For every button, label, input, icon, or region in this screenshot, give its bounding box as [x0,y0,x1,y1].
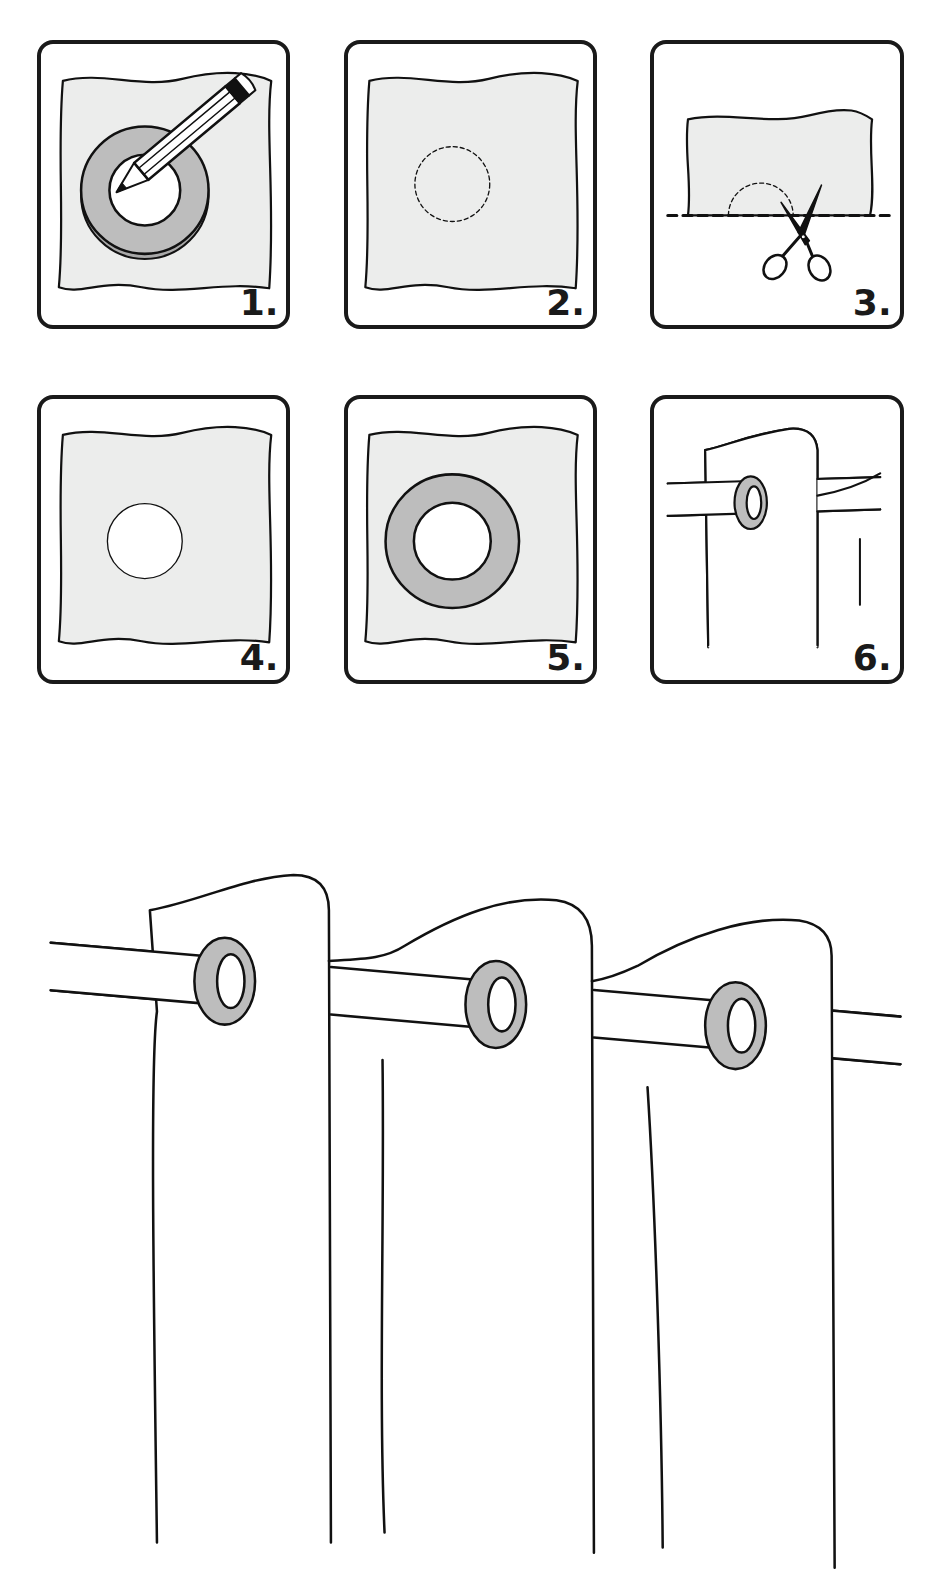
scissors [759,185,835,284]
stroke [235,72,257,96]
stroke [801,235,805,239]
step-number: 1. [240,283,279,323]
step-panel: 4. [37,395,290,684]
stroke [781,235,801,258]
step-number: 4. [240,638,279,678]
rod-edge [834,1011,901,1017]
grommet-ring [465,961,526,1048]
cut-hole [107,504,182,579]
step-panel: 5. [344,395,597,684]
fabric [59,73,271,290]
stroke [134,86,240,180]
grommet-ring [386,474,520,608]
rod-edge [668,481,751,483]
stroke [759,250,791,283]
curtain-edge [817,473,880,495]
step-panel: 3. [650,40,904,328]
grommet-hole [414,503,491,580]
fold-line [382,1060,385,1532]
step-number: 3. [853,283,892,323]
pencil [109,72,257,201]
grommet-ring [735,476,767,529]
step-number: 2. [546,283,585,323]
rod-edge [51,943,225,958]
rod [834,1011,901,1064]
step-number: 5. [546,638,585,678]
fabric [365,427,577,644]
curtain-panel [705,429,817,648]
cut-line [668,214,891,217]
grommet-hole [488,977,515,1031]
stroke [781,202,809,244]
rod-edge [817,509,880,511]
curtain-fill [592,920,835,1568]
curtain-edge [592,920,835,1568]
fabric [59,427,271,644]
grommet-hole [217,954,244,1008]
rod-edge [834,1058,901,1064]
stroke [139,92,230,169]
curtain-fill [705,429,817,648]
stroke [114,183,126,195]
stroke [804,252,835,285]
grommet-hole [747,486,762,519]
curtain-edge [329,899,594,1552]
fold-line [859,539,861,605]
fabric [687,110,873,215]
curtain-fill [329,899,594,1552]
stroke [798,185,821,235]
marked-circle [728,183,793,215]
marked-circle [415,147,490,222]
grommet-ring [705,982,766,1069]
step-panel: 2. [344,40,597,328]
curtain-edge [705,429,817,646]
fold-line [648,1087,663,1547]
stroke [144,98,235,175]
grommet-hole [728,999,755,1053]
fabric [365,73,577,290]
step-number: 6. [853,638,892,678]
step-panel: 6. [650,395,904,684]
grommet-ring [194,938,255,1025]
step-panel: 1. [37,40,290,328]
